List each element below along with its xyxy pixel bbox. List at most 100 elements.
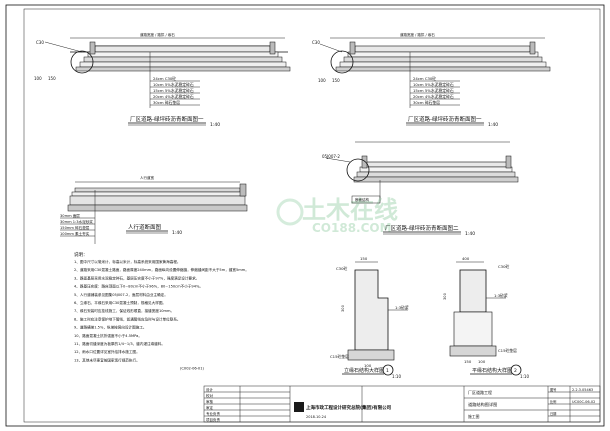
svg-text:人行道宽: 人行道宽: [140, 175, 154, 180]
layer-label: 24cm C30砼: [153, 76, 176, 81]
svg-text:2: 2: [514, 368, 517, 374]
note-line: 9、道路横坡1.5%，纵坡按竖向设计图施工。: [74, 325, 147, 330]
notes-reference: (C002-06-01): [180, 367, 205, 371]
section-4: 05J007-2 断面结构 厂区道路-绿坪砖沥青断面图二 1:40: [322, 141, 519, 237]
svg-text:24cm C30砼: 24cm C30砼: [413, 76, 436, 81]
note-line: 3、路面基层采用水泥稳定碎石，基层压实度不小于97%，强度满足设计要求。: [74, 275, 199, 280]
drawing-number: UC00C-06-02: [572, 400, 595, 404]
svg-text:C15砼垫层: C15砼垫层: [498, 348, 517, 353]
svg-text:30mm 面层: 30mm 面层: [60, 213, 80, 218]
svg-text:1:10: 1:10: [520, 374, 529, 379]
note-line: 10、路面混凝土抗折强度不小于4.5MPa。: [74, 333, 142, 338]
section-scale: 1:40: [210, 122, 220, 128]
svg-text:1:40: 1:40: [465, 231, 475, 237]
svg-text:C30砼: C30砼: [498, 264, 509, 269]
svg-text:15cm 5%水泥稳定碎石: 15cm 5%水泥稳定碎石: [413, 88, 454, 93]
curb-left: [89, 41, 96, 55]
note-line: 5、人行道铺装参见图集05J007-2，面层材料由业主确定。: [74, 292, 168, 297]
sheet-border: [5, 4, 605, 427]
layer-label: 10cm 5%水泥稳定碎石: [153, 82, 194, 87]
section-title: 厂区道路-绿坪砖沥青断面图二: [385, 224, 459, 232]
project-name: 厂区道路工程: [468, 389, 492, 395]
notes-title: 说明：: [74, 251, 88, 258]
stage: 施工图: [468, 414, 480, 419]
layer-label: 20cm 4%水泥稳定碎石: [153, 94, 194, 99]
section-title: 厂区道路-绿坪砖沥青断面图一: [408, 115, 482, 123]
section-title: 厂区道路-绿坪砖沥青断面图一: [130, 115, 204, 123]
svg-text:1:3砂浆: 1:3砂浆: [494, 293, 508, 298]
sheet-title: 道路结构图详图: [468, 401, 497, 408]
section-2: 道路宽度 / 路拱 / 缘石 C30 100 150 24cm C30砼 10c…: [312, 32, 551, 128]
svg-text:1:3砂浆: 1:3砂浆: [395, 305, 409, 310]
section-title: 人行道断面图: [128, 223, 162, 231]
curb-right: [269, 41, 276, 55]
watermark-logo-icon: [276, 198, 304, 226]
svg-text:专业负责: 专业负责: [206, 411, 220, 416]
note-line: 11、路面切缝深度为板厚的1/4~1/3，缝内灌注填缝料。: [74, 341, 165, 346]
note-line: 6、立缘石、平缘石采用C30混凝土预制，规格见大样图。: [74, 300, 166, 305]
note-line: 2、道路采用C30混凝土路面，路面厚度240mm，路面纵向设置伸缩缝，伸缩缝间距…: [74, 267, 249, 272]
detail-2: 400 1:3砂浆 C30砼 C15砼垫层 300 150 100 2 平缘石结…: [443, 256, 529, 379]
svg-text:30cm 碎石垫层: 30cm 碎石垫层: [413, 100, 440, 105]
svg-text:150: 150: [464, 359, 472, 364]
svg-text:150: 150: [332, 78, 340, 83]
svg-text:30mm 1:3水泥砂浆: 30mm 1:3水泥砂浆: [60, 219, 93, 224]
layer-label: 15cm 5%水泥稳定碎石: [153, 88, 194, 93]
layer-label: 30cm 碎石垫层: [153, 100, 180, 105]
svg-text:C30: C30: [36, 40, 44, 45]
section-3-walkway: 人行道宽 30mm 面层 30mm 1:3水泥砂浆 150mm 碎石垫层 100…: [60, 175, 248, 244]
detail-title: 立缘石结构大样图: [344, 367, 384, 374]
svg-text:比例: 比例: [550, 399, 556, 404]
svg-text:05J007-2: 05J007-2: [322, 154, 340, 159]
note-line: 13、其他未尽事宜按国家现行规范执行。: [74, 357, 140, 362]
svg-text:1:40: 1:40: [172, 230, 182, 236]
svg-text:1: 1: [386, 368, 389, 374]
svg-text:C30: C30: [312, 40, 320, 45]
svg-text:100mm 素土夯实: 100mm 素土夯实: [60, 231, 90, 236]
svg-text:C15砼垫层: C15砼垫层: [330, 354, 349, 359]
svg-text:20cm 4%水泥稳定碎石: 20cm 4%水泥稳定碎石: [413, 94, 454, 99]
svg-text:150: 150: [360, 256, 368, 261]
note-line: 8、施工时应注意保护地下管线，如遇管线应及时与设计单位联系。: [74, 316, 181, 321]
note-line: 12、雨水口位置详见室外给排水施工图。: [74, 349, 140, 354]
svg-text:100: 100: [318, 78, 326, 83]
note-line: 1、图中尺寸以毫米计，标高以米计，标高系统采用国家黄海高程。: [74, 259, 181, 264]
sheet-code: 2.2.3.05463: [572, 388, 593, 392]
svg-text:道路宽度 / 路拱 / 缘石: 道路宽度 / 路拱 / 缘石: [140, 32, 175, 37]
svg-text:300: 300: [443, 292, 447, 300]
svg-text:150: 150: [48, 76, 56, 81]
note-line: 7、缘石安装时应挂线施工，保证线形顺直，接缝宽度10mm。: [74, 308, 174, 313]
svg-text:100: 100: [364, 363, 372, 368]
svg-text:100: 100: [478, 359, 486, 364]
company-name: 上海市政工程设计研究总院(集团)有限公司: [306, 404, 392, 411]
title-block: 设计 校对 审核 审定 专业负责 项目负责 上海市政工程设计研究总院(集团)有限…: [203, 385, 601, 423]
svg-text:道路宽度 / 路拱 / 缘石: 道路宽度 / 路拱 / 缘石: [400, 32, 435, 37]
svg-text:C30砼: C30砼: [336, 266, 347, 271]
svg-text:400: 400: [462, 256, 470, 261]
svg-text:断面结构: 断面结构: [355, 197, 369, 202]
svg-text:150mm 碎石垫层: 150mm 碎石垫层: [60, 225, 90, 230]
note-line: 4、路基压实度：路床顶面以下0~80cm不小于96%，80~150cm不小于94…: [74, 284, 203, 289]
watermark-main: 土木在线: [302, 196, 398, 224]
svg-text:日期: 日期: [550, 411, 556, 416]
svg-text:300: 300: [341, 304, 345, 312]
svg-text:审核: 审核: [206, 399, 213, 404]
svg-text:项目负责: 项目负责: [206, 417, 220, 422]
svg-text:校对: 校对: [206, 393, 213, 398]
notes-block: 说明： 1、图中尺寸以毫米计，标高以米计，标高系统采用国家黄海高程。 2、道路采用…: [74, 251, 249, 371]
section-1: 道路宽度 / 路拱 / 缘石 C30 100 150 24cm C30砼 10c…: [34, 32, 291, 128]
svg-text:设计: 设计: [206, 387, 213, 392]
watermark-sub: CO188.COM: [312, 221, 392, 235]
svg-text:图号: 图号: [550, 387, 556, 392]
svg-text:1:40: 1:40: [488, 122, 498, 128]
drawing-date: 2018.10.24: [306, 415, 327, 419]
watermark: 土木在线 CO188.COM: [276, 196, 398, 235]
company-logo-icon: [294, 402, 304, 412]
svg-text:100: 100: [34, 76, 42, 81]
svg-text:审定: 审定: [206, 405, 213, 410]
detail-title: 平缘石结构大样图: [472, 367, 512, 374]
detail-1: 150 1:3砂浆 C30砼 C15砼垫层 300 100 1 立缘石结构大样图…: [330, 256, 409, 379]
svg-text:1:10: 1:10: [392, 374, 401, 379]
